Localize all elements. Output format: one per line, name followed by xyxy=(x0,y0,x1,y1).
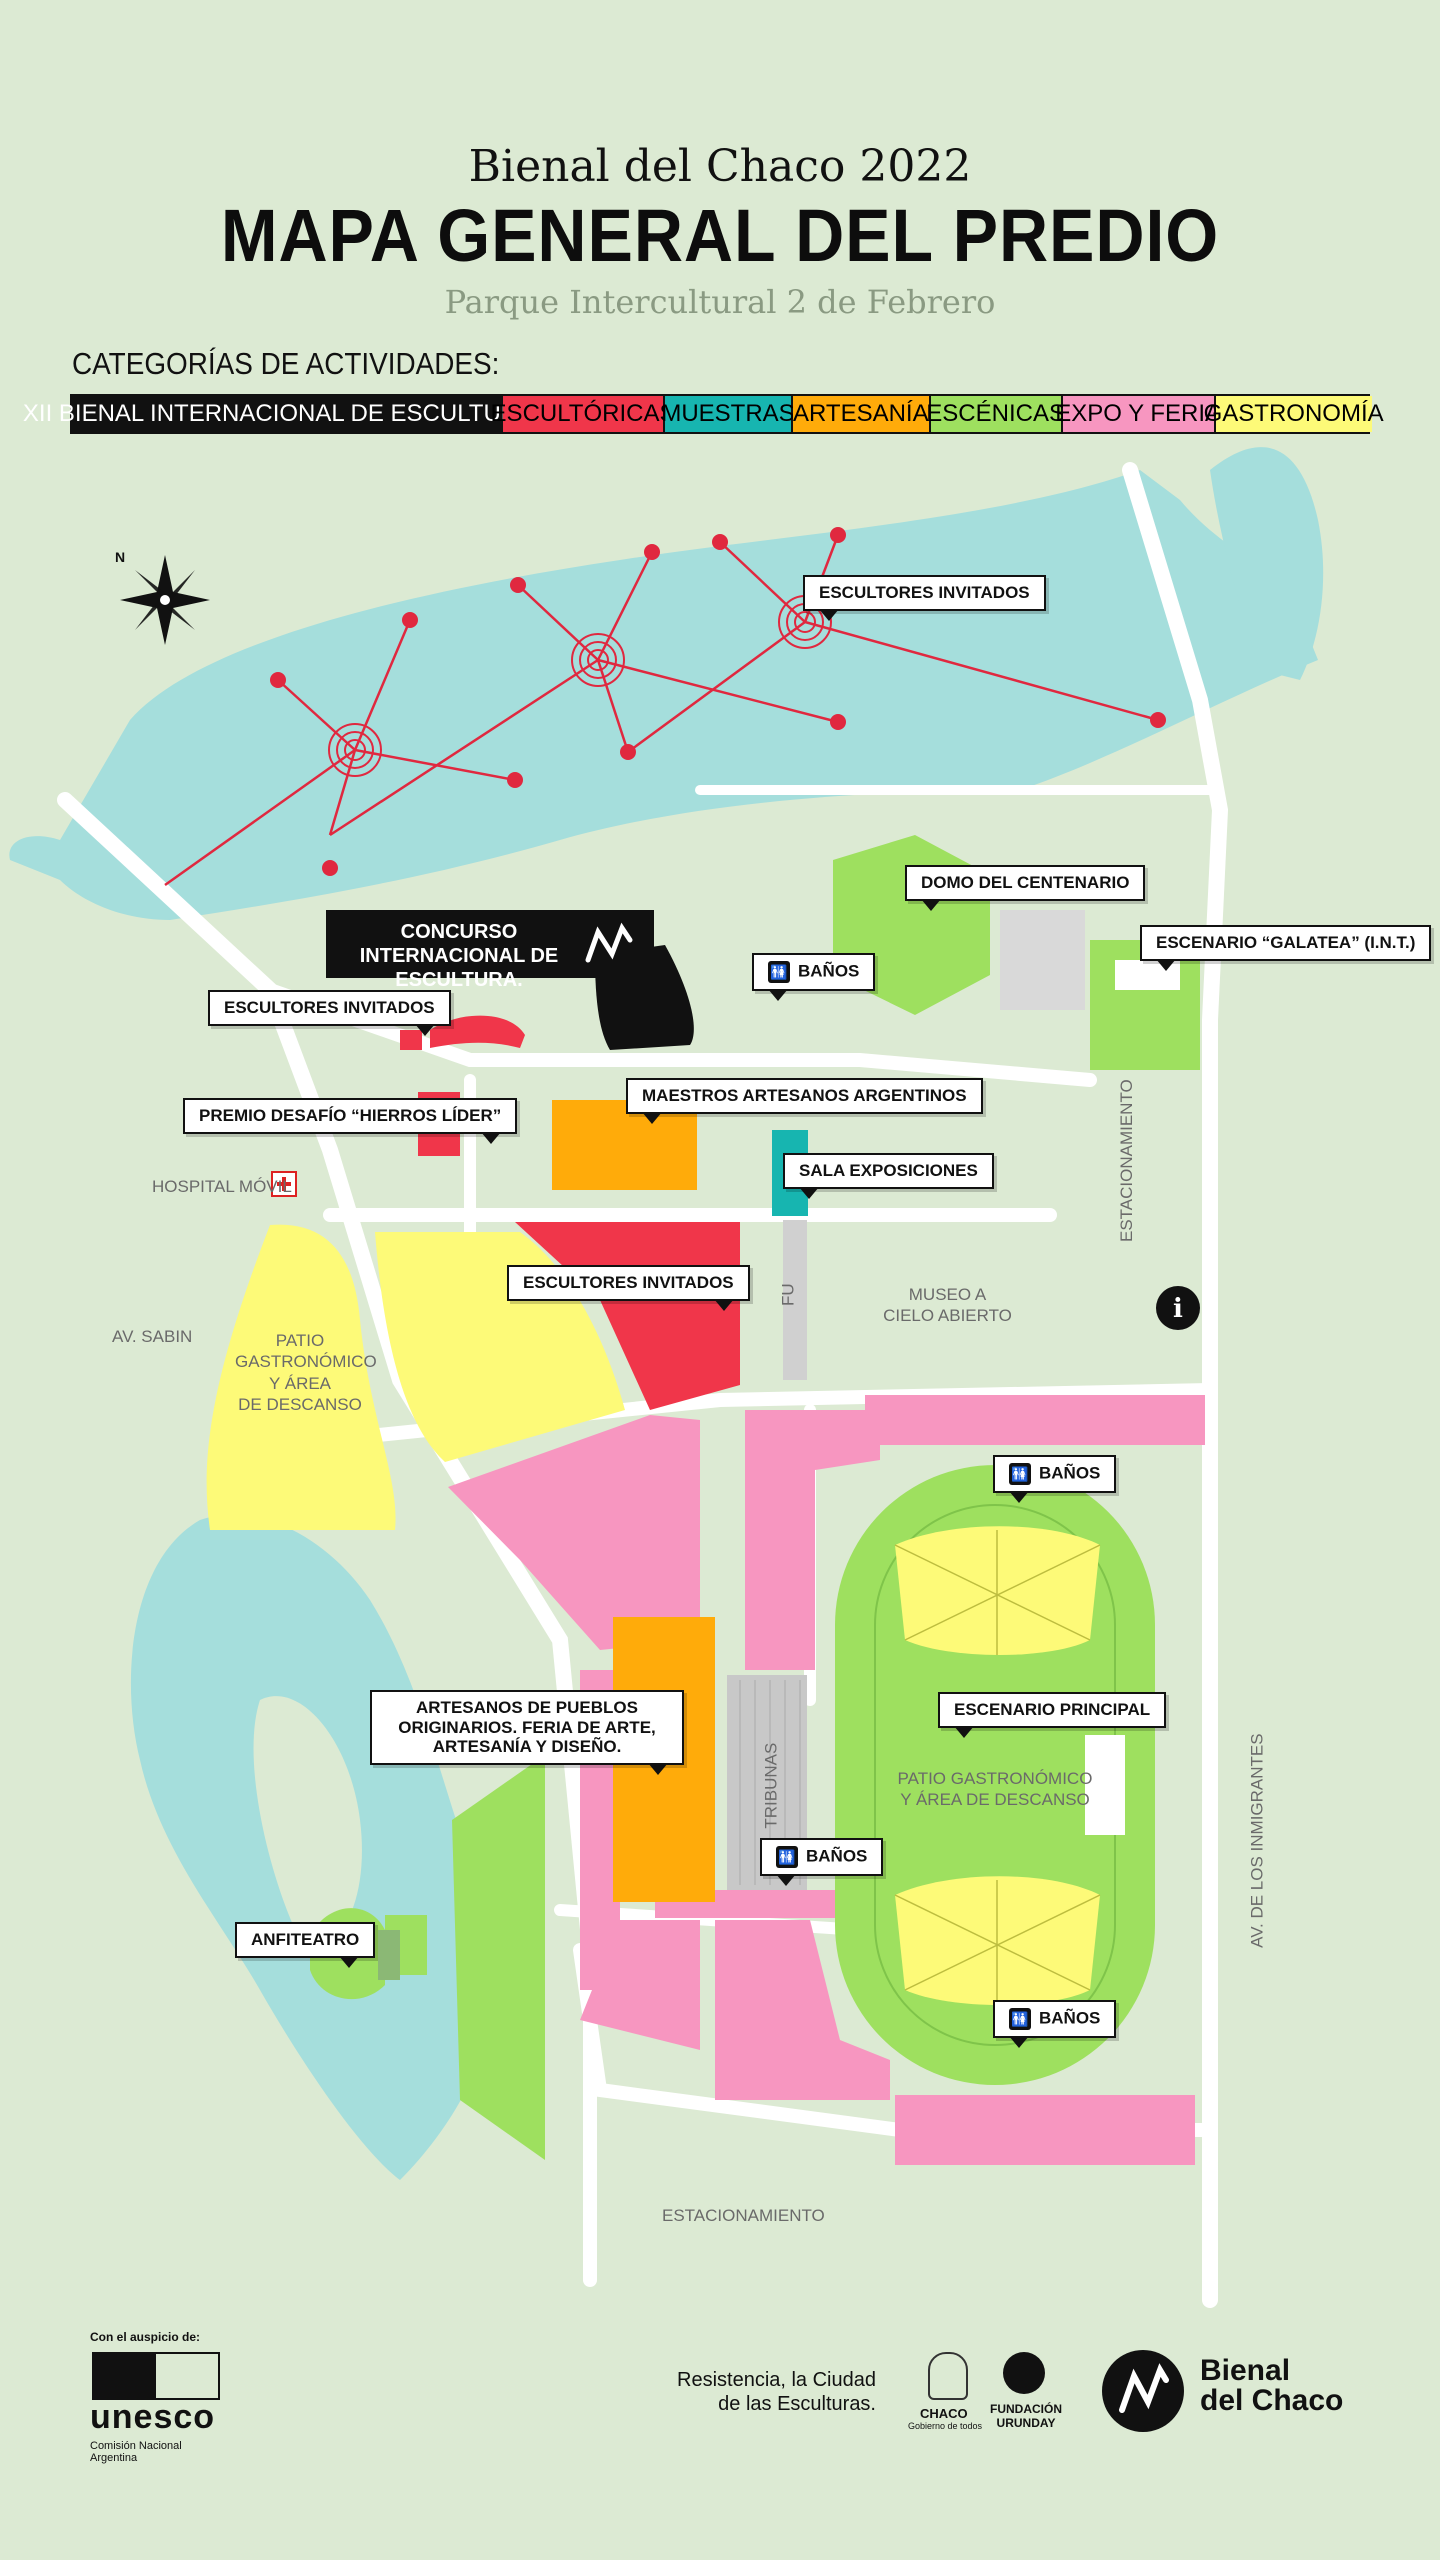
label-escultores-invitados-mid: ESCULTORES INVITADOS xyxy=(507,1265,750,1310)
expo-area-1 xyxy=(448,1415,700,1650)
label-banos-1: 🚻BAÑOS xyxy=(752,953,876,1001)
compass-icon: N xyxy=(115,549,210,645)
category-gastronomia: GASTRONOMÍA xyxy=(1204,396,1384,432)
escenario-principal-stage xyxy=(1085,1735,1125,1835)
page-title: MAPA GENERAL DEL PREDIO xyxy=(220,194,1220,277)
categories-heading: CATEGORÍAS DE ACTIVIDADES: xyxy=(72,346,500,381)
expo-area-6 xyxy=(715,1920,890,2100)
auspicio-label: Con el auspicio de: xyxy=(90,2330,201,2344)
category-escenicas: ESCÉNICAS xyxy=(926,396,1065,432)
place-estacionamiento-right: ESTACIONAMIENTO xyxy=(1116,1079,1136,1243)
event-title: Bienal del Chaco 2022 xyxy=(468,141,972,192)
restroom-icon: 🚻 xyxy=(1009,1463,1031,1485)
green-left-area xyxy=(452,1755,545,2160)
bienal-logo-text: Bienal del Chaco xyxy=(1200,2354,1344,2417)
category-bienal: XII BIENAL INTERNACIONAL DE ESCULTURAS xyxy=(23,396,550,432)
fu-area xyxy=(783,1220,807,1380)
slogan: Resistencia, la Ciudad de las Esculturas… xyxy=(677,2369,876,2415)
category-expo-feria: EXPO Y FERIA xyxy=(1055,396,1221,432)
patio-gastro-left-area xyxy=(206,1224,396,1530)
fundacion-emblem-icon xyxy=(1003,2352,1045,2394)
expo-area-7 xyxy=(895,2095,1195,2165)
label-banos-3: 🚻BAÑOS xyxy=(760,1838,884,1886)
escultores-rings xyxy=(328,595,832,777)
compass-north-label: N xyxy=(115,549,125,565)
venue-name: Parque Intercultural 2 de Febrero xyxy=(444,282,996,321)
label-escultores-invitados-left: ESCULTORES INVITADOS xyxy=(208,990,451,1035)
label-domo-del-centenario: DOMO DEL CENTENARIO xyxy=(905,865,1146,910)
expo-area-2 xyxy=(745,1410,880,1670)
label-banos-4: 🚻BAÑOS xyxy=(993,2000,1117,2048)
place-hospital-movil: HOSPITAL MÓVIL xyxy=(152,1177,292,1196)
label-escenario-galatea: ESCENARIO “GALATEA” (I.N.T.) xyxy=(1140,925,1432,970)
restroom-icon: 🚻 xyxy=(776,1846,798,1868)
chaco-emblem-icon xyxy=(928,2352,968,2400)
unesco-emblem-icon xyxy=(92,2352,220,2400)
place-av-inmigrantes: AV. DE LOS INMIGRANTES xyxy=(1247,1733,1267,1948)
place-estacionamiento-bottom: ESTACIONAMIENTO xyxy=(662,2206,825,2225)
label-maestros-artesanos: MAESTROS ARTESANOS ARGENTINOS xyxy=(626,1078,983,1123)
chaco-logo-text: CHACO xyxy=(920,2406,968,2421)
place-fu: FU xyxy=(778,1283,798,1306)
label-escultores-invitados-top: ESCULTORES INVITADOS xyxy=(803,575,1046,620)
category-escultoricas: ESCULTÓRICAS xyxy=(491,396,675,432)
expo-area-3 xyxy=(865,1395,1205,1445)
maestros-artesanos-area xyxy=(552,1100,697,1190)
categories-legend: XII BIENAL INTERNACIONAL DE ESCULTURAS E… xyxy=(23,394,1384,434)
header: Bienal del Chaco 2022 MAPA GENERAL DEL P… xyxy=(0,145,1440,321)
label-banos-2: 🚻BAÑOS xyxy=(993,1455,1117,1503)
place-tribunas: TRIBUNAS xyxy=(761,1742,781,1829)
lagoon-right xyxy=(1210,447,1324,680)
concurso-label-text: CONCURSO INTERNACIONAL DE ESCULTURA. xyxy=(359,921,559,991)
label-premio-desafio: PREMIO DESAFÍO “HIERROS LÍDER” xyxy=(183,1098,518,1143)
unesco-sub: Comisión Nacional Argentina xyxy=(90,2440,182,2464)
place-av-sabin: AV. SABIN xyxy=(112,1327,193,1346)
label-anfiteatro: ANFITEATRO xyxy=(235,1922,376,1967)
chaco-sub: Gobierno de todos xyxy=(908,2421,983,2431)
svg-text:i: i xyxy=(1173,1294,1183,1324)
label-sala-exposiciones: SALA EXPOSICIONES xyxy=(783,1153,994,1198)
lagoon-bottom-island xyxy=(253,1696,362,1944)
label-escenario-principal: ESCENARIO PRINCIPAL xyxy=(938,1692,1167,1737)
category-artesania: ARTESANÍA xyxy=(793,396,931,432)
unesco-logo-text: unesco xyxy=(90,2398,216,2436)
lagoon-top xyxy=(9,470,1318,920)
info-icon xyxy=(1156,1286,1200,1330)
place-museo: MUSEO A CIELO ABIERTO xyxy=(883,1285,1012,1326)
bienal-logo-icon xyxy=(585,922,633,963)
restroom-icon: 🚻 xyxy=(1009,2008,1031,2030)
escultores-points xyxy=(270,527,1166,876)
escultores-star-paths xyxy=(164,534,1159,887)
expo-area-5 xyxy=(580,1920,700,2050)
bienal-logo-circle-icon xyxy=(1102,2350,1184,2432)
place-patio-gastro-left: PATIO GASTRONÓMICO Y ÁREA DE DESCANSO xyxy=(235,1331,377,1414)
place-patio-gastro-center: PATIO GASTRONÓMICO Y ÁREA DE DESCANSO xyxy=(897,1769,1093,1810)
label-artesanos-pueblos: ARTESANOS DE PUEBLOS ORIGINARIOS. FERIA … xyxy=(370,1690,684,1775)
restroom-icon: 🚻 xyxy=(768,961,790,983)
category-muestras: MUESTRAS xyxy=(661,396,795,432)
fundacion-text: FUNDACIÓN URUNDAY xyxy=(990,2402,1062,2430)
concurso-label: CONCURSO INTERNACIONAL DE ESCULTURA. xyxy=(326,910,654,991)
site-map: N i xyxy=(9,447,1324,2308)
